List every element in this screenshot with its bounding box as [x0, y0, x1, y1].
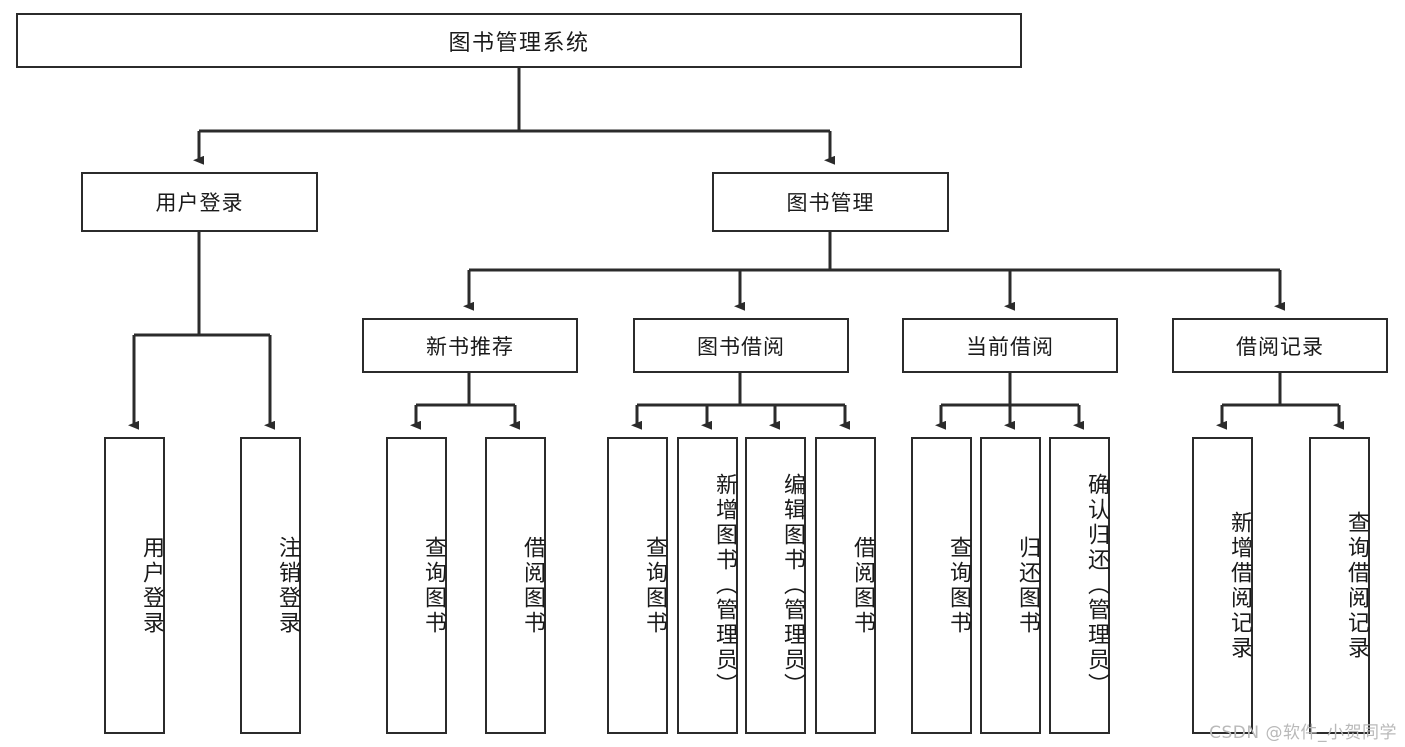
leaf-user-login-signin[interactable]: 用户登录 — [104, 437, 165, 734]
node-borrow-record[interactable]: 借阅记录 — [1172, 318, 1388, 373]
leaf-label: 编辑图书（管理员） — [780, 473, 805, 698]
node-current-borrow-label: 当前借阅 — [966, 334, 1054, 359]
node-root-label: 图书管理系统 — [448, 30, 590, 56]
leaf-label: 查询借阅记录 — [1344, 510, 1369, 661]
node-root[interactable]: 图书管理系统 — [16, 13, 1022, 68]
leaf-new-book-query[interactable]: 查询图书 — [386, 437, 447, 734]
node-new-book-recommend[interactable]: 新书推荐 — [362, 318, 578, 373]
leaf-label: 归还图书 — [1015, 535, 1040, 636]
leaf-label: 借阅图书 — [850, 535, 875, 636]
leaf-borrow-add-book[interactable]: 新增图书（管理员） — [677, 437, 738, 734]
node-current-borrow[interactable]: 当前借阅 — [902, 318, 1118, 373]
leaf-current-query-book[interactable]: 查询图书 — [911, 437, 972, 734]
node-book-borrow-label: 图书借阅 — [697, 334, 785, 359]
node-book-management[interactable]: 图书管理 — [712, 172, 949, 232]
leaf-current-confirm-return[interactable]: 确认归还（管理员） — [1049, 437, 1110, 734]
leaf-label: 查询图书 — [946, 535, 971, 636]
leaf-borrow-lend-book[interactable]: 借阅图书 — [815, 437, 876, 734]
node-borrow-record-label: 借阅记录 — [1236, 334, 1324, 359]
leaf-label: 用户登录 — [139, 535, 164, 636]
leaf-borrow-edit-book[interactable]: 编辑图书（管理员） — [745, 437, 806, 734]
leaf-label: 新增借阅记录 — [1227, 510, 1252, 661]
node-new-book-recommend-label: 新书推荐 — [426, 334, 514, 359]
leaf-label: 确认归还（管理员） — [1084, 473, 1109, 698]
leaf-user-login-signout[interactable]: 注销登录 — [240, 437, 301, 734]
leaf-label: 新增图书（管理员） — [712, 473, 737, 698]
node-book-borrow[interactable]: 图书借阅 — [633, 318, 849, 373]
leaf-current-return-book[interactable]: 归还图书 — [980, 437, 1041, 734]
leaf-record-query[interactable]: 查询借阅记录 — [1309, 437, 1370, 734]
leaf-label: 注销登录 — [275, 535, 300, 636]
leaf-borrow-query-book[interactable]: 查询图书 — [607, 437, 668, 734]
node-book-management-label: 图书管理 — [786, 191, 875, 215]
watermark: CSDN @软件_小贺同学 — [1209, 723, 1397, 743]
leaf-label: 查询图书 — [642, 535, 667, 636]
leaf-record-add[interactable]: 新增借阅记录 — [1192, 437, 1253, 734]
node-user-login-label: 用户登录 — [155, 191, 244, 215]
leaf-label: 借阅图书 — [520, 535, 545, 636]
node-user-login[interactable]: 用户登录 — [81, 172, 318, 232]
leaf-label: 查询图书 — [421, 535, 446, 636]
leaf-new-book-borrow[interactable]: 借阅图书 — [485, 437, 546, 734]
